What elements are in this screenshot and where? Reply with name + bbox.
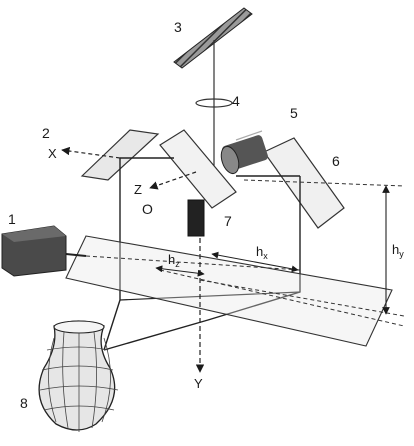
cylinder-source bbox=[220, 130, 268, 175]
top-striped-mirror bbox=[173, 7, 253, 69]
z-axis-arrow bbox=[149, 171, 197, 190]
axis-label-z: Z bbox=[134, 182, 142, 197]
label-2: 2 bbox=[42, 125, 50, 141]
measure-label-hz: hz bbox=[168, 252, 180, 269]
hx-dimension-line bbox=[211, 251, 299, 273]
label-origin: O bbox=[142, 201, 153, 217]
x-axis-arrow bbox=[61, 146, 121, 159]
measure-label-hx: hx bbox=[256, 244, 268, 261]
dashed-ref-top bbox=[243, 179, 405, 187]
axis-label-x: X bbox=[48, 146, 57, 161]
label-6: 6 bbox=[332, 153, 340, 169]
measure-label-hy: hy bbox=[392, 242, 404, 259]
label-3: 3 bbox=[174, 19, 182, 35]
axis-label-y: Y bbox=[194, 376, 203, 391]
vase-object bbox=[38, 320, 119, 432]
label-7: 7 bbox=[224, 213, 232, 229]
lens-ring bbox=[195, 98, 233, 108]
sensor-block bbox=[187, 199, 205, 237]
left-mirror bbox=[80, 129, 160, 181]
central-beamsplitter bbox=[159, 129, 237, 209]
label-8: 8 bbox=[20, 395, 28, 411]
projector-box bbox=[1, 225, 87, 277]
hz-dimension-line bbox=[155, 265, 205, 277]
frame-right-post bbox=[103, 176, 301, 351]
label-1: 1 bbox=[8, 211, 16, 227]
tilted-plate bbox=[65, 235, 393, 347]
frame-diagonal bbox=[119, 291, 301, 301]
label-4: 4 bbox=[232, 93, 240, 109]
right-mirror bbox=[263, 137, 345, 229]
label-5: 5 bbox=[290, 105, 298, 121]
